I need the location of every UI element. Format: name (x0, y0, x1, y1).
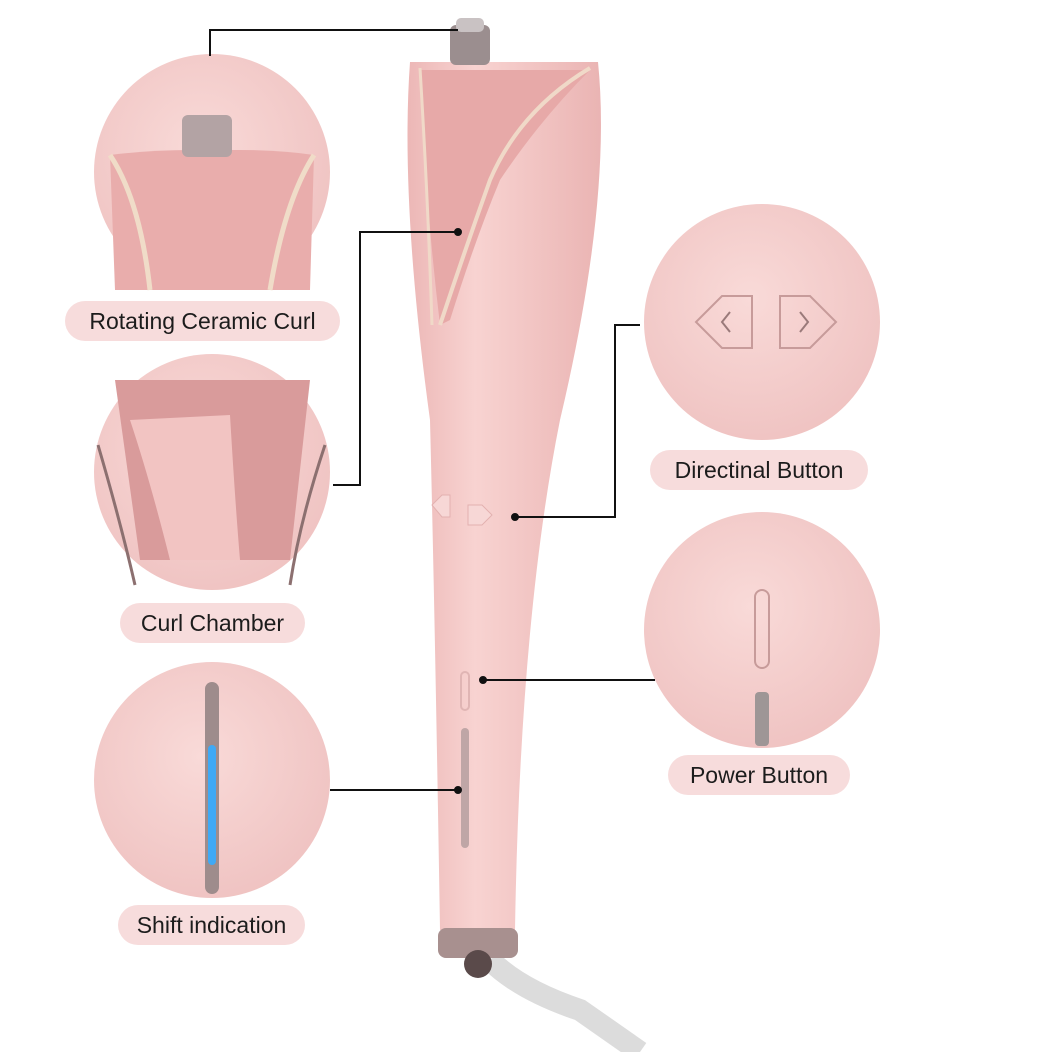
left-arrow-button-icon (694, 295, 753, 349)
shift-level-indicator (208, 745, 216, 865)
label-directional-button: Directinal Button (650, 450, 868, 490)
detail-circle-rotating-curl (94, 54, 330, 291)
detail-circle-shift-indication (94, 662, 330, 898)
leader-lines (209, 29, 655, 794)
right-arrow-button-icon (779, 295, 838, 349)
power-button-icon (754, 589, 770, 669)
label-shift-indication: Shift indication (118, 905, 305, 945)
detail-circle-power-button (644, 512, 880, 748)
label-curl-chamber: Curl Chamber (120, 603, 305, 643)
mini-direction-buttons (431, 494, 493, 526)
curler-device (407, 18, 601, 978)
label-power-button: Power Button (668, 755, 850, 795)
detail-circle-directional-button (644, 204, 880, 440)
label-rotating-ceramic-curl: Rotating Ceramic Curl (65, 301, 340, 341)
power-cord (482, 952, 647, 1052)
detail-circle-curl-chamber (94, 354, 330, 590)
